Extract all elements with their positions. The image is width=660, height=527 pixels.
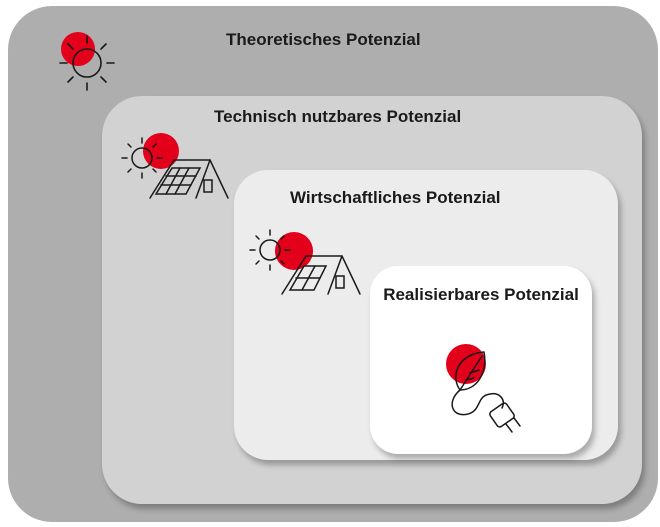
economic-potential-title: Wirtschaftliches Potenzial bbox=[290, 188, 501, 207]
theoretical-potential-title: Theoretisches Potenzial bbox=[226, 30, 421, 49]
leaf-plug-icon bbox=[446, 344, 521, 433]
technical-potential-title: Technisch nutzbares Potenzial bbox=[214, 107, 462, 126]
sun-solar-house-icon bbox=[121, 133, 229, 199]
sun-solar-house-icon bbox=[249, 229, 361, 295]
realizable-potential-title: Realisierbares Potenzial bbox=[383, 285, 579, 304]
sun-icon bbox=[59, 32, 115, 91]
